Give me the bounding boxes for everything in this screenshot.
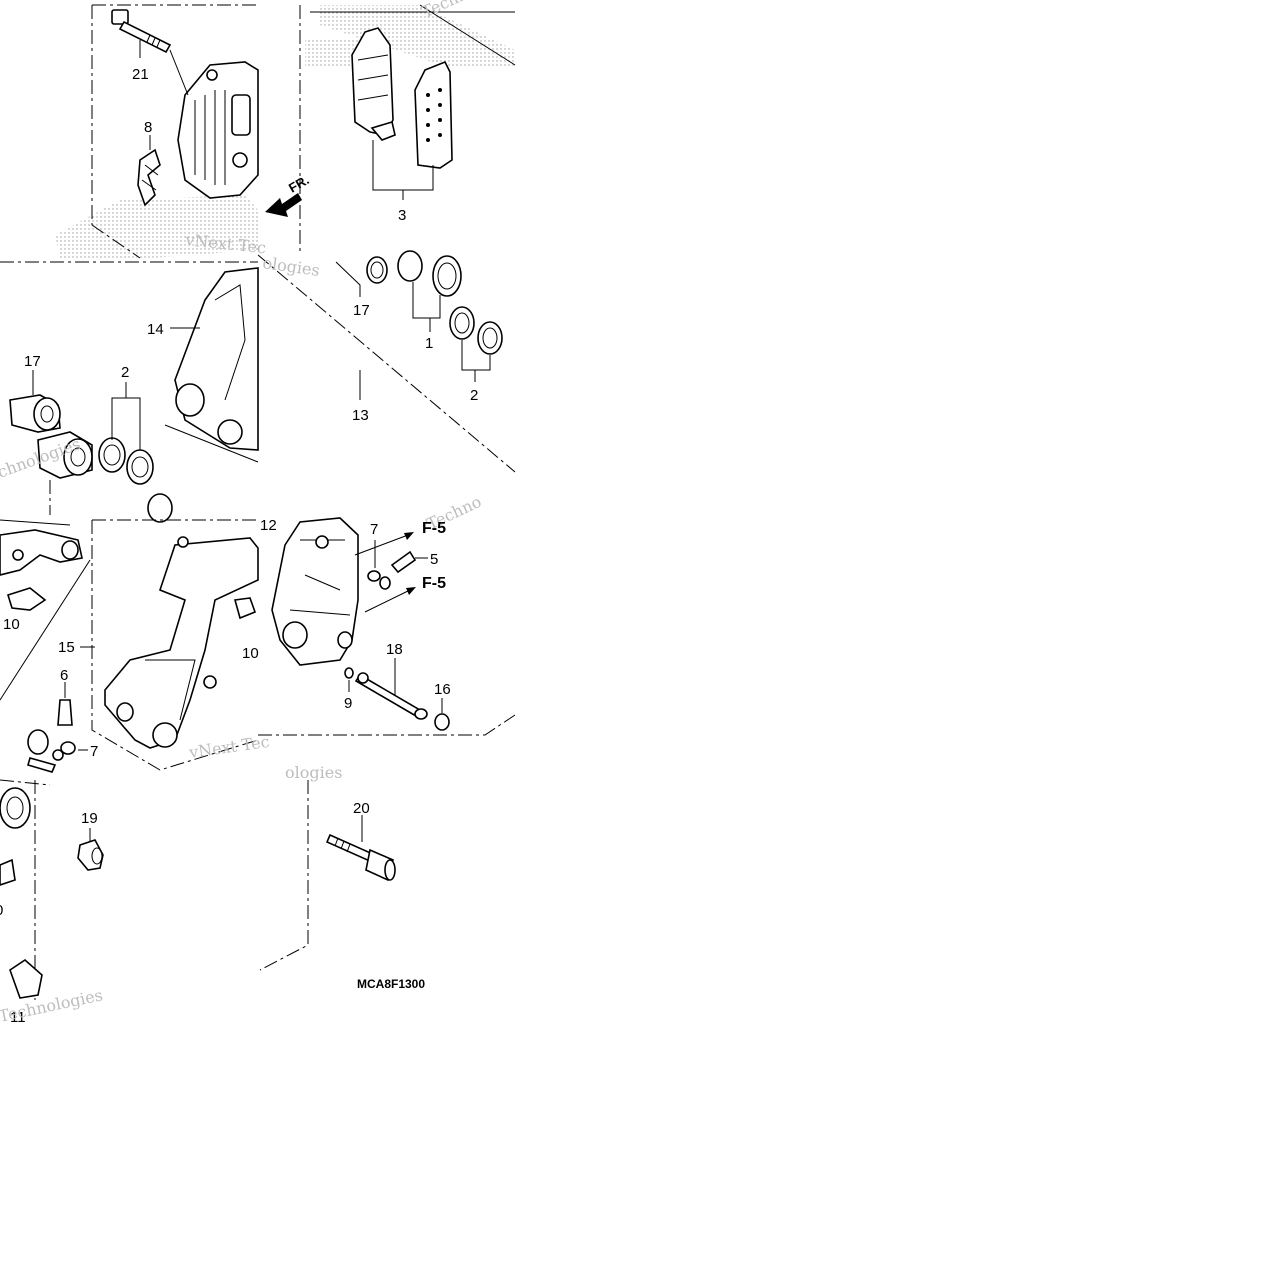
callout-10b[interactable]: 10 xyxy=(242,645,259,662)
panel-top-left: FR. 21 8 vNext Tec xyxy=(0,4,312,263)
bleeder-11 xyxy=(9,958,43,999)
dust-seal-set-2 xyxy=(449,306,503,355)
callout-7[interactable]: 7 xyxy=(370,521,378,538)
piston-seal-17 xyxy=(366,256,388,284)
callout-5[interactable]: 5 xyxy=(430,551,438,568)
ref-f5-bottom[interactable]: F-5 xyxy=(422,575,446,592)
brake-pad-left xyxy=(351,27,396,141)
bleeder-valve-5 xyxy=(390,550,417,574)
callout-16[interactable]: 16 xyxy=(434,681,451,698)
watermark: vNext Tec xyxy=(187,732,271,762)
pad-pin-plug-16 xyxy=(434,713,450,731)
panel-bracket: 15 10 vNext Tec xyxy=(0,519,271,771)
pad-retainer-10 xyxy=(233,597,257,620)
callout-18[interactable]: 18 xyxy=(386,641,403,658)
bleeder-cap-7-left xyxy=(52,741,76,761)
panel-top-right: 3 Techno xyxy=(299,0,516,255)
callout-11[interactable]: 11 xyxy=(10,1009,26,1026)
brake-caliper-body xyxy=(271,517,359,666)
panel-middle-left: 14 17 2 chnologies xyxy=(0,267,259,523)
panel-middle-right: ologies 17 1 2 13 xyxy=(257,250,516,473)
caliper-cover xyxy=(177,61,259,199)
caliper-bracket-15 xyxy=(104,536,259,749)
pad-spring-8 xyxy=(137,148,161,207)
bolt-20 xyxy=(325,833,396,882)
diagram-code: MCA8F1300 xyxy=(357,977,425,991)
bushing-left xyxy=(27,729,57,773)
callout-21[interactable]: 21 xyxy=(132,66,149,83)
panel-bottom: ologies 19 20 MCA8F1300 xyxy=(77,763,425,991)
callout-2[interactable]: 2 xyxy=(121,364,129,381)
piston-lower xyxy=(37,431,93,479)
callout-2b[interactable]: 2 xyxy=(470,387,478,404)
dust-seal-set-2-left xyxy=(98,437,173,523)
bolt-21 xyxy=(111,9,172,54)
ref-f5-top[interactable]: F-5 xyxy=(422,520,446,537)
watermark: Technologies xyxy=(0,985,104,1026)
front-direction-arrow: FR. xyxy=(265,172,312,217)
panel-caliper: Techno 12 5 7 F-5 F-5 xyxy=(258,492,516,736)
callout-8[interactable]: 8 xyxy=(144,119,152,136)
washer-9 xyxy=(344,667,354,679)
callout-9[interactable]: 9 xyxy=(344,695,352,712)
callout-10a[interactable]: 10 xyxy=(3,616,20,633)
callout-1[interactable]: 1 xyxy=(425,335,433,352)
callout-10c[interactable]: 0 xyxy=(0,902,3,919)
pad-retainer-10-left xyxy=(7,587,47,611)
callout-13[interactable]: 13 xyxy=(352,407,369,424)
callout-14[interactable]: 14 xyxy=(147,321,164,338)
panel-far-left: 10 6 7 0 11 Technologies xyxy=(0,529,104,1026)
piston-17 xyxy=(9,394,61,433)
pad-pin-18 xyxy=(354,672,428,720)
bracket-partial xyxy=(0,529,83,576)
pad-spring-partial xyxy=(0,858,16,886)
bleeder-cap-7 xyxy=(367,570,391,590)
watermark: ologies xyxy=(261,253,321,280)
watermark: ologies xyxy=(285,763,342,782)
watermark: Techno xyxy=(419,0,480,22)
sleeve-4 xyxy=(0,787,31,829)
front-arrow-label: FR. xyxy=(286,172,312,195)
callout-12[interactable]: 12 xyxy=(260,517,277,534)
sleeve-19 xyxy=(77,839,104,871)
bleeder-valve-6 xyxy=(57,699,73,726)
callout-17b[interactable]: 17 xyxy=(353,302,370,319)
callout-3[interactable]: 3 xyxy=(398,207,406,224)
callout-20[interactable]: 20 xyxy=(353,800,370,817)
brake-pad-right xyxy=(414,60,453,169)
piston-seal-set-1 xyxy=(397,250,462,297)
callout-17[interactable]: 17 xyxy=(24,353,41,370)
callout-7b[interactable]: 7 xyxy=(90,743,98,760)
callout-19[interactable]: 19 xyxy=(81,810,98,827)
callout-15[interactable]: 15 xyxy=(58,639,75,656)
callout-6[interactable]: 6 xyxy=(60,667,68,684)
